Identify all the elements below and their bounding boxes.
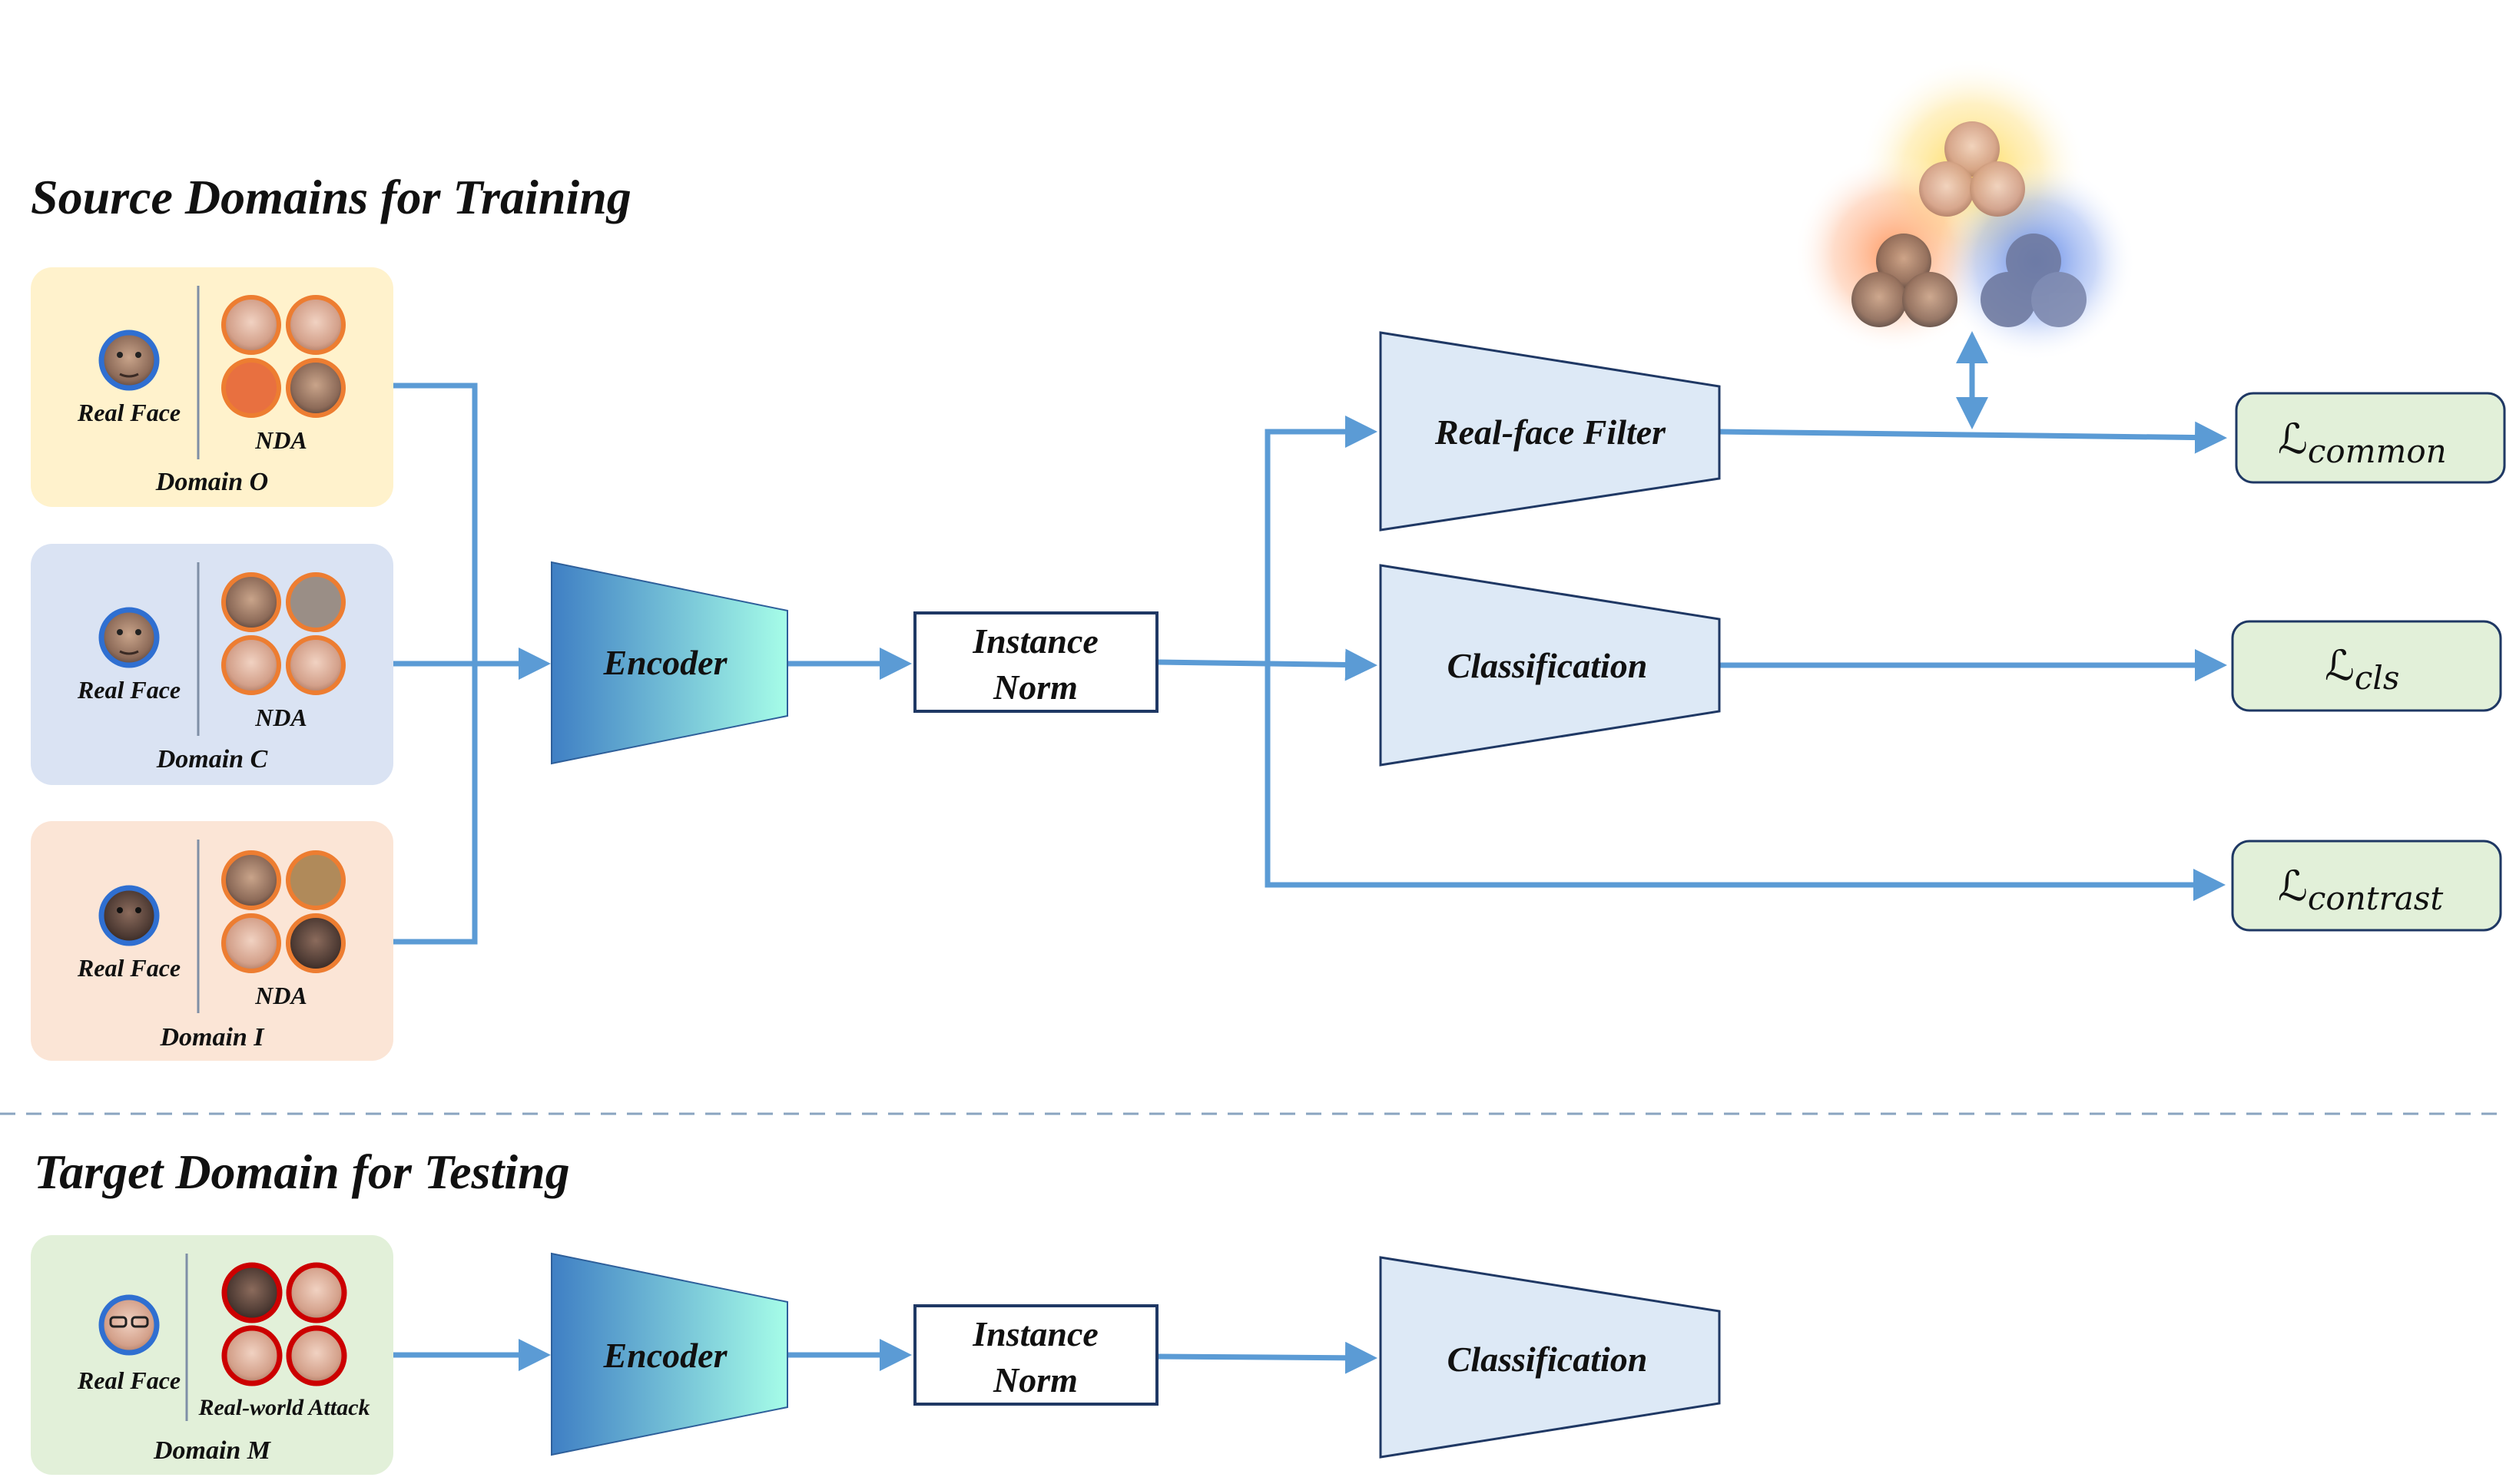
- instance-norm-label-line1: Instance: [972, 1314, 1099, 1353]
- loss-symbol: ℒ: [2278, 862, 2308, 910]
- instance-norm-label-line1: Instance: [972, 621, 1099, 661]
- real-face-label: Real Face: [77, 1366, 181, 1394]
- real-face-label: Real Face: [77, 954, 181, 982]
- svg-text:ℒcontrast: ℒcontrast: [2278, 862, 2443, 917]
- encoder-block: Encoder: [551, 561, 788, 765]
- encoder-label: Encoder: [603, 643, 728, 682]
- testing-arrows: [393, 1339, 1377, 1374]
- source-section-title: Source Domains for Training: [31, 170, 631, 224]
- domain-c-panel: Real Face NDA Domain C: [31, 544, 393, 785]
- domain-i-panel: Real Face NDA Domain I: [31, 821, 393, 1061]
- real-face-image: [98, 885, 160, 946]
- real-world-attack-label: Real-world Attack: [197, 1395, 370, 1420]
- real-face-image: [98, 607, 160, 668]
- real-face-filter-label: Real-face Filter: [1434, 412, 1666, 452]
- attack-face-grid: [221, 1262, 347, 1386]
- instance-norm-block: Instance Norm: [913, 611, 1159, 713]
- real-face-filter-block: Real-face Filter: [1379, 331, 1721, 532]
- instance-norm-label-line2: Norm: [993, 667, 1078, 707]
- classification-block: Classification: [1379, 564, 1721, 767]
- loss-subscript: contrast: [2308, 879, 2443, 917]
- real-face-label: Real Face: [77, 676, 181, 704]
- training-arrows: [393, 331, 2227, 945]
- feature-cluster-illustration: [1794, 58, 2136, 361]
- test-encoder-block: Encoder: [551, 1252, 788, 1456]
- loss-subscript: cls: [2355, 659, 2400, 697]
- domain-name: Domain O: [155, 468, 268, 496]
- svg-text:ℒcls: ℒcls: [2325, 641, 2399, 697]
- classification-label: Classification: [1447, 1340, 1648, 1379]
- loss-contrast-box: ℒcontrast: [2231, 840, 2502, 932]
- loss-symbol: ℒ: [2325, 641, 2355, 690]
- instance-norm-label-line2: Norm: [993, 1360, 1078, 1400]
- encoder-label: Encoder: [603, 1336, 728, 1375]
- real-face-image: [98, 1294, 160, 1356]
- loss-common-box: ℒcommon: [2235, 392, 2506, 484]
- domain-name: Domain I: [159, 1023, 265, 1052]
- nda-label: NDA: [254, 704, 307, 731]
- loss-cls-box: ℒcls: [2231, 620, 2502, 712]
- test-classification-block: Classification: [1379, 1256, 1721, 1459]
- loss-subscript: common: [2308, 432, 2447, 470]
- svg-text:ℒcommon: ℒcommon: [2278, 415, 2447, 470]
- domain-m-panel: Real Face Real-world Attack Domain M: [31, 1235, 393, 1475]
- loss-symbol: ℒ: [2278, 415, 2308, 463]
- nda-face-grid: [221, 295, 346, 418]
- domain-name: Domain C: [156, 745, 268, 773]
- nda-face-grid: [221, 572, 346, 695]
- nda-face-grid: [221, 850, 346, 973]
- nda-label: NDA: [254, 426, 307, 454]
- nda-label: NDA: [254, 982, 307, 1009]
- classification-label: Classification: [1447, 646, 1648, 685]
- domain-o-panel: Real Face NDA Domain O: [31, 267, 393, 507]
- target-section-title: Target Domain for Testing: [34, 1144, 570, 1199]
- test-instance-norm-block: Instance Norm: [913, 1304, 1159, 1406]
- real-face-image: [98, 330, 160, 391]
- real-face-label: Real Face: [77, 399, 181, 426]
- domain-name: Domain M: [153, 1436, 272, 1465]
